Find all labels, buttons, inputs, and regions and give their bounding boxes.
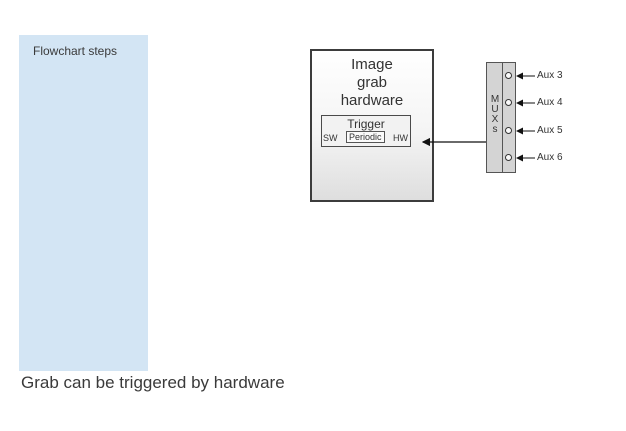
flowchart-steps-title: Flowchart steps bbox=[33, 44, 118, 58]
mux-block: M U X s bbox=[486, 62, 516, 173]
trigger-option-hw: HW bbox=[393, 133, 408, 143]
mux-pin-aux4 bbox=[505, 99, 512, 106]
mux-letter-x: X bbox=[491, 114, 499, 125]
aux-3-label: Aux 3 bbox=[537, 70, 563, 81]
hw-title-line-3: hardware bbox=[340, 92, 404, 109]
image-grab-hardware-title: Image grab hardware bbox=[312, 56, 432, 110]
hw-title-line-2: grab bbox=[356, 74, 388, 91]
trigger-option-periodic: Periodic bbox=[346, 131, 385, 143]
mux-letter-u: U bbox=[491, 104, 499, 115]
image-grab-hardware-box: Image grab hardware Trigger SW Periodic … bbox=[310, 49, 434, 202]
caption: Grab can be triggered by hardware bbox=[21, 373, 285, 392]
mux-pin-aux6 bbox=[505, 154, 512, 161]
trigger-option-sw: SW bbox=[323, 133, 338, 143]
mux-pin-aux5 bbox=[505, 127, 512, 134]
mux-divider bbox=[502, 63, 503, 172]
flowchart-steps-panel: Flowchart steps bbox=[19, 35, 148, 371]
mux-letter-s: s bbox=[492, 124, 498, 135]
mux-letter-m: M bbox=[490, 94, 500, 105]
hw-title-line-1: Image bbox=[351, 56, 393, 73]
aux-6-label: Aux 6 bbox=[537, 152, 563, 163]
aux-4-label: Aux 4 bbox=[537, 97, 563, 108]
trigger-title: Trigger bbox=[347, 117, 385, 131]
mux-pin-aux3 bbox=[505, 72, 512, 79]
aux-5-label: Aux 5 bbox=[537, 125, 563, 136]
trigger-box: Trigger SW Periodic HW bbox=[321, 115, 411, 147]
